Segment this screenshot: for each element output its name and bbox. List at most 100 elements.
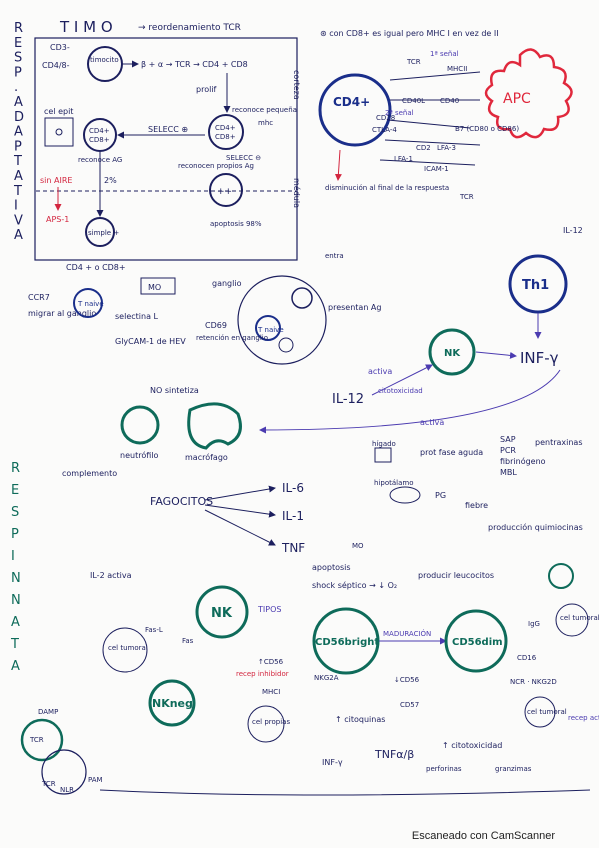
svg-text:CD8+: CD8+: [215, 133, 236, 141]
adaptativa-letter: T: [13, 154, 22, 169]
svg-text:PG: PG: [435, 491, 446, 500]
adaptativa-letter: P: [14, 139, 22, 154]
svg-text:citotoxicidad: citotoxicidad: [378, 387, 423, 395]
svg-text:fiebre: fiebre: [465, 501, 488, 510]
svg-text:CD56dim: CD56dim: [452, 637, 503, 648]
svg-text:↑CD56: ↑CD56: [258, 658, 284, 666]
svg-text:++: ++: [217, 187, 232, 197]
innata-letter: N: [11, 571, 21, 586]
medulla-label: médula: [292, 178, 302, 208]
svg-text:NCR · NKG2D: NCR · NKG2D: [510, 678, 557, 686]
adaptativa-letter: S: [14, 51, 22, 66]
acute-phase-protein: MBL: [500, 468, 517, 477]
adaptativa-letter: T: [13, 184, 22, 199]
adaptativa-letter: A: [14, 169, 23, 184]
adaptativa-letter: I: [14, 199, 18, 214]
nk-neg-cell: [148, 679, 196, 727]
svg-text:activa: activa: [420, 418, 444, 427]
svg-text:TCR: TCR: [459, 193, 474, 201]
thymocyte-cell: [87, 46, 123, 82]
svg-text:migrar al ganglio: migrar al ganglio: [28, 309, 96, 318]
svg-text:hígado: hígado: [372, 440, 396, 448]
svg-text:cel tumoral: cel tumoral: [108, 644, 148, 652]
svg-text:prot fase aguda: prot fase aguda: [420, 448, 483, 457]
svg-text:NK: NK: [444, 348, 461, 359]
svg-text:TNF: TNF: [281, 541, 305, 555]
aire-label: sin AIRE: [40, 176, 72, 185]
macrophage: [187, 402, 242, 450]
svg-text:NLR: NLR: [60, 786, 74, 794]
svg-text:T naive: T naive: [257, 326, 284, 334]
innata-letter: P: [11, 527, 19, 542]
prolif-label: prolif: [196, 85, 217, 94]
cd4-label: CD4+: [333, 95, 370, 109]
svg-text:recep inhibidor: recep inhibidor: [236, 670, 289, 678]
svg-text:recep activ: recep activ: [568, 714, 599, 722]
svg-text:IL-2 activa: IL-2 activa: [90, 571, 132, 580]
adaptativa-letter: P: [14, 65, 22, 80]
innata-letter: T: [10, 637, 19, 652]
cortex-label: corteza: [292, 70, 301, 100]
svg-text:ICAM-1: ICAM-1: [424, 165, 449, 173]
svg-text:MO: MO: [148, 283, 161, 292]
svg-text:MHCI: MHCI: [262, 688, 280, 696]
acute-phase-protein: SAP: [500, 435, 516, 444]
svg-text:2ª señal: 2ª señal: [385, 109, 414, 117]
double-positive-cell-left: [83, 118, 117, 152]
double-positive-cell-right: [208, 114, 244, 150]
svg-text:cel tumoral: cel tumoral: [560, 614, 599, 622]
svg-text:NKneg: NKneg: [152, 697, 193, 710]
disminucion: disminución al final de la respuesta: [325, 184, 449, 192]
reconoce-mhc: reconoce pequeña: [232, 106, 297, 114]
svg-text:TCR: TCR: [41, 780, 56, 788]
svg-text:presentan Ag: presentan Ag: [328, 303, 381, 312]
cd56-dim-cell: [444, 609, 508, 673]
adaptativa-letter: D: [14, 110, 24, 125]
adaptativa-letter: A: [14, 95, 23, 110]
svg-text:MO: MO: [352, 542, 364, 550]
svg-text:NK: NK: [211, 606, 233, 621]
svg-text:GlyCAM-1 de HEV: GlyCAM-1 de HEV: [115, 337, 186, 346]
svg-text:perforinas: perforinas: [426, 765, 462, 773]
adaptativa-letter: E: [14, 36, 22, 51]
svg-text:B7 (CD80 o CD86): B7 (CD80 o CD86): [455, 125, 519, 133]
svg-text:TCR: TCR: [406, 58, 421, 66]
innata-letter: A: [11, 659, 20, 674]
svg-text:IL-6: IL-6: [282, 481, 304, 495]
svg-text:CD57: CD57: [400, 701, 419, 709]
fagocitos: FAGOCITOS: [150, 495, 213, 508]
cd4-or-cd8: CD4 + o CD8+: [66, 263, 126, 272]
svg-text:TIPOS: TIPOS: [257, 605, 281, 614]
acute-phase-protein: fibrinógeno: [500, 456, 546, 466]
svg-text:T naive: T naive: [77, 300, 104, 308]
t-naive-cell: [73, 288, 103, 318]
nk-cell-main: [195, 585, 249, 639]
svg-text:CD8+: CD8+: [89, 136, 110, 144]
svg-text:↑ citotoxicidad: ↑ citotoxicidad: [442, 741, 502, 750]
thymocyte-label: timocito: [90, 56, 119, 64]
svg-text:CD69: CD69: [205, 321, 227, 330]
svg-text:LFA-3: LFA-3: [437, 144, 456, 152]
svg-text:MADURACIÓN: MADURACIÓN: [383, 629, 431, 638]
innata-letter: S: [11, 505, 19, 520]
svg-text:apoptosis: apoptosis: [312, 563, 351, 572]
svg-text:NKG2A: NKG2A: [314, 674, 339, 682]
adaptativa-letter: V: [14, 213, 23, 228]
svg-text:granzimas: granzimas: [495, 765, 532, 773]
innata-letter: A: [11, 615, 20, 630]
svg-text:activa: activa: [368, 367, 392, 376]
svg-text:CD4+: CD4+: [215, 124, 236, 132]
pct-2: 2%: [104, 176, 117, 185]
innata-letter: N: [11, 593, 21, 608]
svg-text:complemento: complemento: [62, 469, 117, 478]
svg-text:shock séptico → ↓ O₂: shock séptico → ↓ O₂: [312, 580, 397, 590]
thymus-box: [34, 37, 298, 261]
adaptativa-letter: .: [14, 80, 18, 95]
cd48-label: CD4/8-: [42, 61, 70, 70]
innata-letter: I: [11, 549, 15, 564]
neutrophil: [120, 405, 160, 445]
svg-text:Fas: Fas: [182, 637, 194, 645]
apc-label: APC: [503, 91, 531, 107]
